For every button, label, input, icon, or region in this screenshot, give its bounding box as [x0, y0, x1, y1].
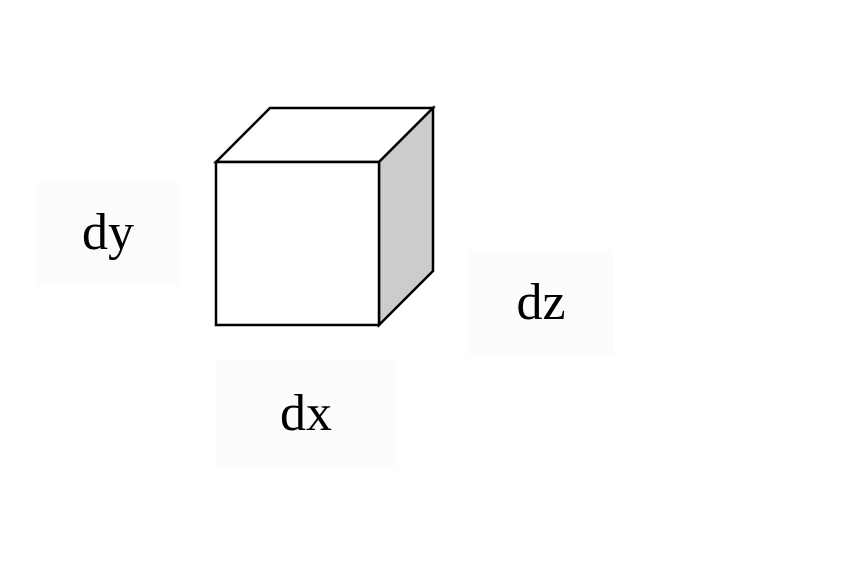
dz-text: dz — [516, 274, 566, 331]
dimension-label-dx: dx — [216, 360, 396, 468]
dimension-label-dz: dz — [468, 250, 614, 356]
cube-front-face — [214, 160, 381, 327]
dy-text: dy — [82, 204, 134, 261]
dimension-label-dy: dy — [37, 180, 179, 286]
dx-text: dx — [280, 385, 332, 442]
